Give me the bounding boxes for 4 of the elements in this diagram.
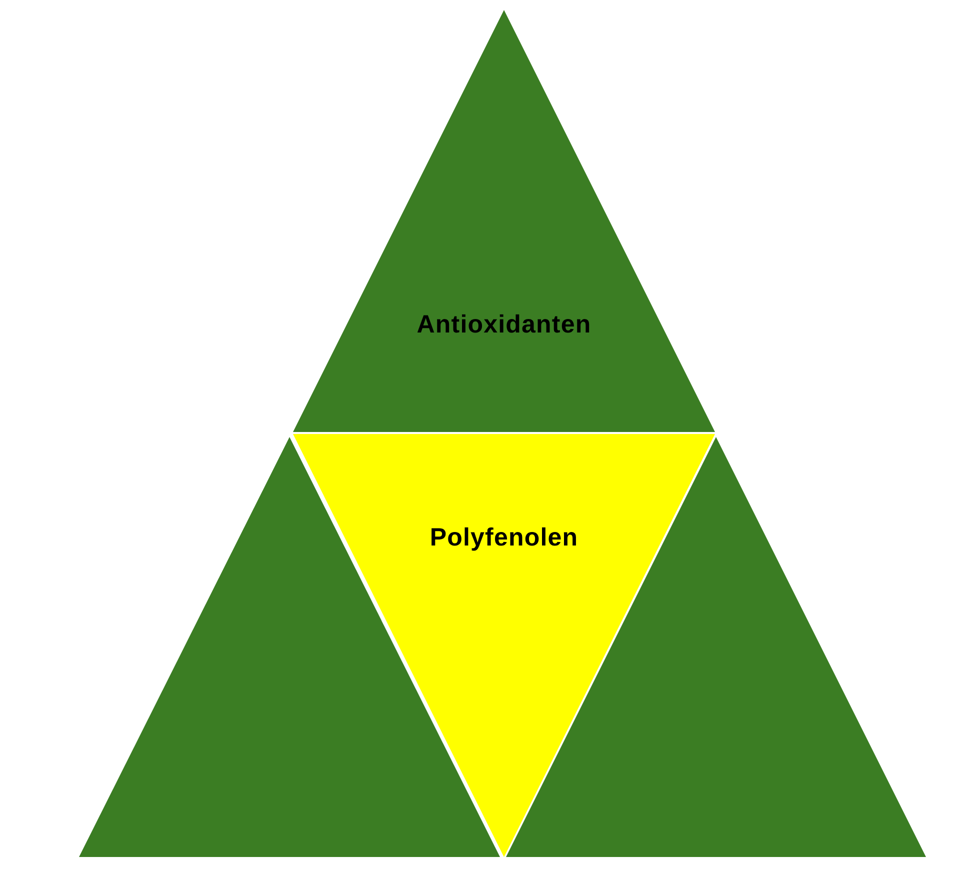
triangle-label: Polyfenolen xyxy=(430,524,578,552)
triangle-label: Antioxidanten xyxy=(416,310,592,340)
triangle-shape xyxy=(293,434,715,857)
triangle-shape xyxy=(293,10,715,432)
